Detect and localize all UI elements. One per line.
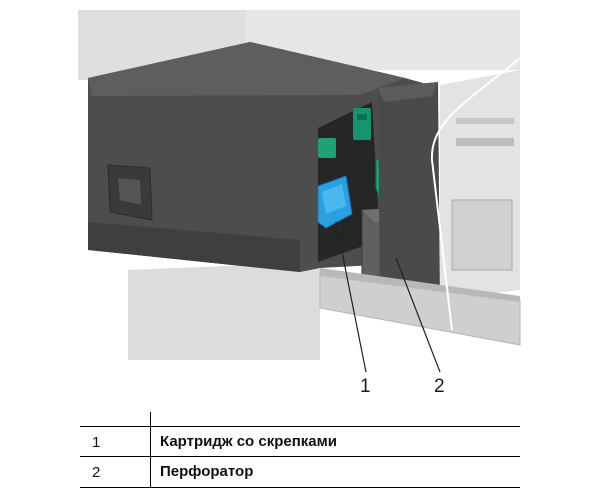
legend-row-2: 2 Перфоратор [80,456,520,488]
base-cabinet [128,262,320,360]
callout-1-leader [335,221,367,373]
green-tab [318,138,336,158]
legend-row-1: 1 Картридж со скрепками [80,426,520,457]
legend-row-label: Перфоратор [160,463,254,480]
upper-green-latch [353,108,371,140]
legend-row-number: 1 [92,434,101,451]
callout-1: 1 [360,376,371,397]
callout-2-leader [395,257,441,373]
legend-row-label: Картридж со скрепками [160,433,337,450]
callout-2: 2 [434,376,445,397]
finisher-top-face [88,42,405,96]
legend-row-number: 2 [92,464,101,481]
door-handle-inner [118,178,141,205]
finisher-illustration: 1 2 [78,10,521,397]
transport-rollers [451,199,513,271]
guide-wire [430,57,521,331]
finisher-front-lower [88,222,300,272]
side-tower [378,82,440,305]
